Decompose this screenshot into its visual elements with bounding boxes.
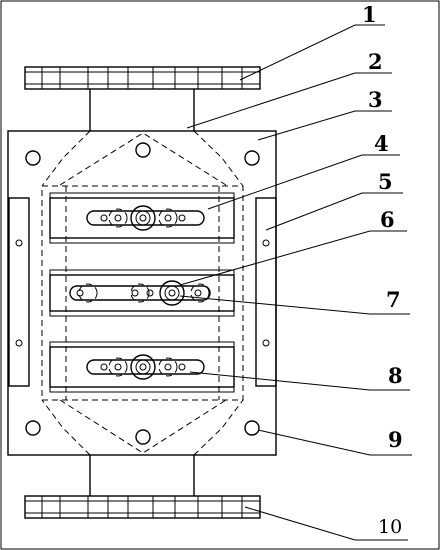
part-label-7: 7 xyxy=(386,287,401,312)
hidden-transition-lines xyxy=(41,130,244,456)
left-side-bar xyxy=(8,197,30,387)
part-label-5: 5 xyxy=(378,169,393,194)
leader-3 xyxy=(257,110,392,141)
top-pipe xyxy=(89,89,195,131)
leader-4 xyxy=(207,154,400,210)
part-label-9: 9 xyxy=(388,427,403,452)
bottom-pipe xyxy=(89,455,195,496)
leader-9 xyxy=(257,429,412,456)
leader-lines xyxy=(179,24,412,541)
part-label-1: 1 xyxy=(362,2,377,27)
leader-1 xyxy=(239,24,385,81)
part-label-6: 6 xyxy=(380,207,395,232)
leader-10 xyxy=(244,506,408,541)
top-flange xyxy=(24,66,261,90)
housing-body xyxy=(7,130,277,456)
right-side-bar xyxy=(255,197,277,387)
leader-8 xyxy=(189,371,410,391)
part-label-10: 10 xyxy=(378,516,402,538)
leader-7 xyxy=(179,295,410,315)
plate-row-1 xyxy=(49,192,235,244)
leader-2 xyxy=(186,72,392,129)
part-label-3: 3 xyxy=(368,87,383,112)
leader-6 xyxy=(179,230,407,286)
bottom-flange xyxy=(24,495,261,519)
corner-bolt-holes xyxy=(25,142,260,445)
part-label-2: 2 xyxy=(368,49,383,74)
plate-row-2 xyxy=(49,269,235,317)
part-label-8: 8 xyxy=(388,363,403,388)
plate-row-3 xyxy=(49,341,235,393)
leader-5 xyxy=(265,192,403,231)
part-label-4: 4 xyxy=(374,131,389,156)
